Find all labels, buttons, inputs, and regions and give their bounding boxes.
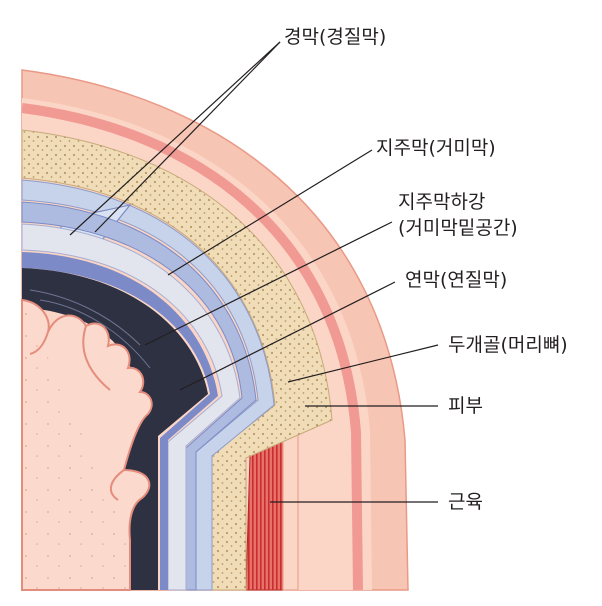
label-skin: 피부 [448, 395, 483, 417]
skull-layer [21, 129, 333, 591]
label-arachnoid: 지주막(거미막) [376, 137, 496, 159]
arachnoid-layer [21, 201, 257, 591]
leader-skull [287, 344, 439, 383]
label-muscle: 근육 [448, 491, 483, 513]
leader-subarachnoid [144, 221, 393, 346]
brain-tissue [21, 298, 153, 591]
label-pia-mater: 연막(연질막) [405, 269, 508, 291]
leader-arachnoid [167, 149, 373, 276]
label-skull: 두개골(머리뼈) [448, 334, 568, 356]
cortex-layer [22, 268, 208, 590]
muscle-layer [245, 394, 299, 591]
label-dura-mater: 경막(경질막) [284, 26, 387, 48]
leader-dura-1 [94, 41, 281, 233]
subarachnoid-space [21, 223, 241, 591]
leader-pia [179, 281, 396, 391]
leader-dura-2 [69, 41, 281, 236]
label-subarachnoid-line1: 지주막하강 [398, 191, 486, 213]
leader-lines [69, 41, 439, 503]
label-subarachnoid-line2: (거미막밑공간) [398, 217, 518, 239]
